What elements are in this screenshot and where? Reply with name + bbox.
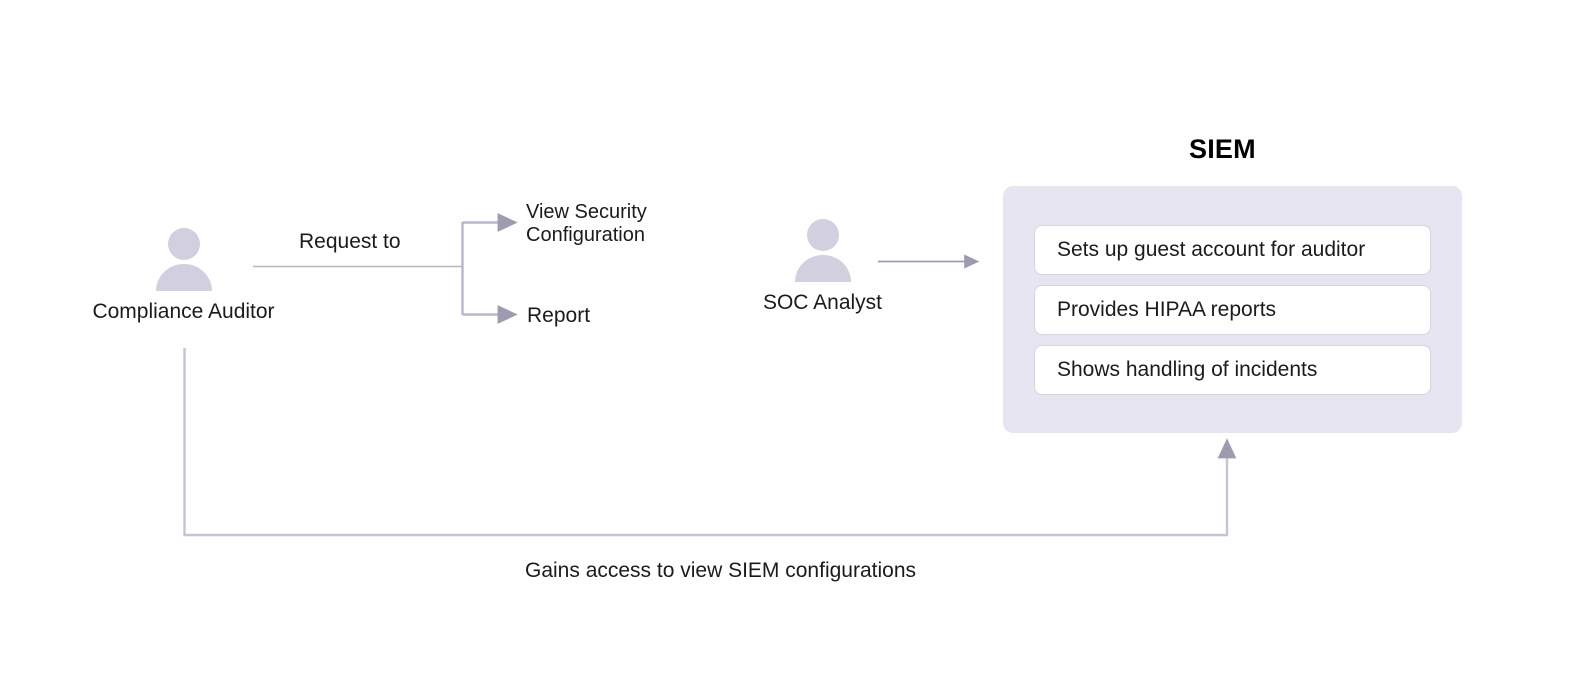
system-card-label: Shows handling of incidents	[1057, 357, 1318, 381]
system-card-hipaa-reports[interactable]: Provides HIPAA reports	[1034, 284, 1431, 335]
system-panel-siem: Sets up guest account for auditor Provid…	[1003, 186, 1462, 433]
person-icon-body	[155, 264, 212, 291]
system-title-siem: SIEM	[1189, 134, 1256, 164]
person-icon-head	[167, 228, 200, 260]
actor-soc-analyst[interactable]: SOC Analyst	[763, 219, 882, 315]
edge-label-request-to: Request to	[299, 230, 401, 253]
actor-label-compliance-auditor: Compliance Auditor	[92, 300, 275, 323]
edge-label-view-security-configuration-line2: Configuration	[526, 224, 645, 246]
system-card-guest-account[interactable]: Sets up guest account for auditor	[1034, 224, 1431, 275]
actor-label-soc-analyst: SOC Analyst	[762, 291, 883, 314]
person-icon-body	[794, 255, 851, 282]
actor-compliance-auditor[interactable]: Compliance Auditor	[92, 228, 275, 324]
person-icon	[155, 228, 213, 291]
edge-label-feedback: Gains access to view SIEM configurations	[525, 559, 917, 582]
system-card-label: Sets up guest account for auditor	[1057, 237, 1366, 261]
edge-label-view-security-configuration-line1: View Security	[526, 201, 647, 223]
system-card-incident-handling[interactable]: Shows handling of incidents	[1034, 344, 1431, 395]
person-icon	[794, 219, 852, 282]
person-icon-head	[806, 219, 839, 251]
edge-label-report: Report	[527, 304, 591, 327]
system-card-label: Provides HIPAA reports	[1057, 297, 1277, 321]
